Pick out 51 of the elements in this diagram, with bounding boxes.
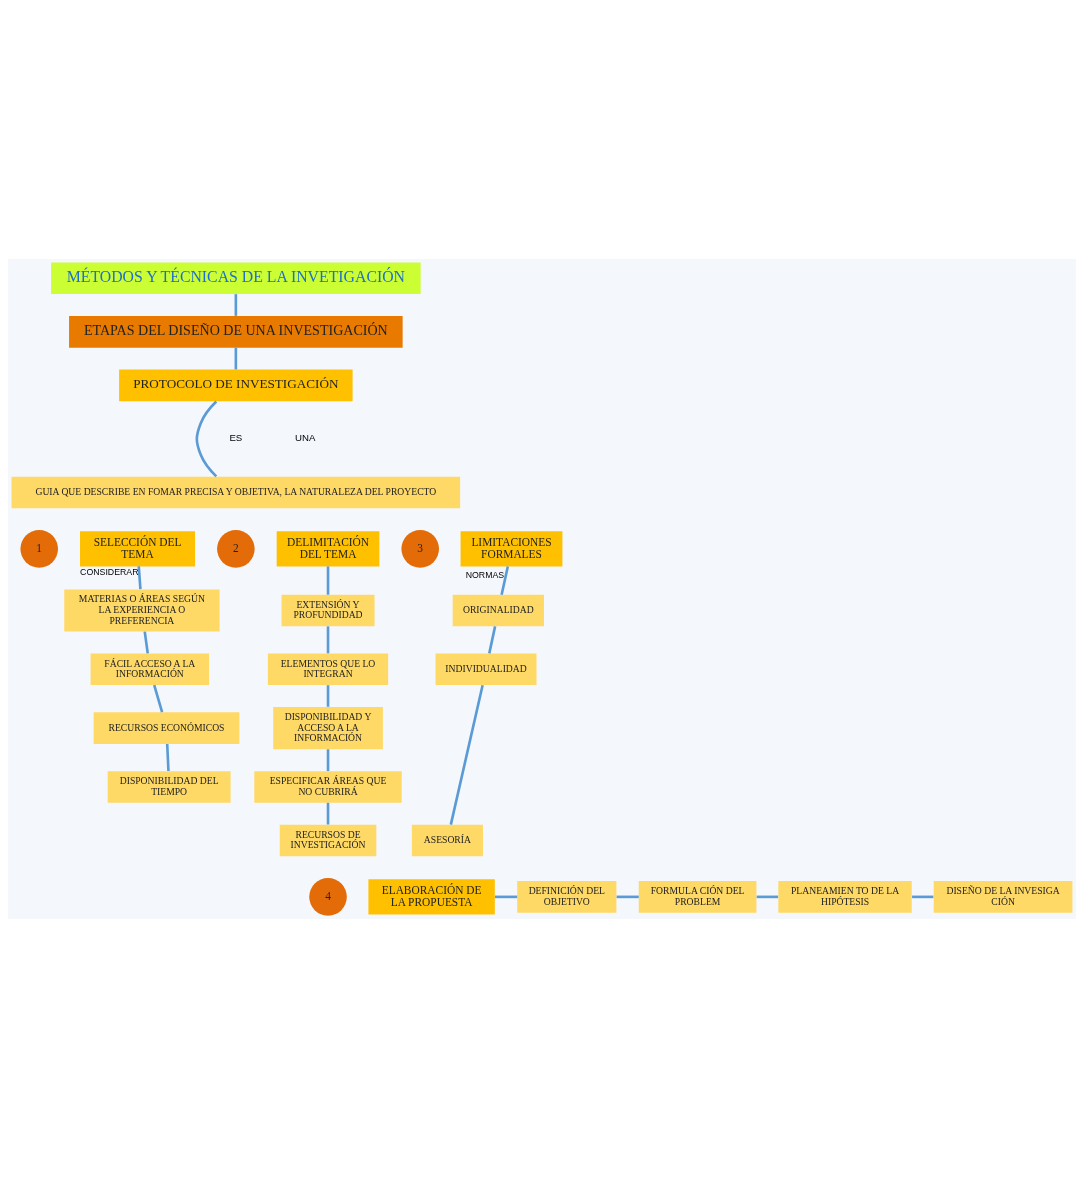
connector	[326, 626, 330, 654]
connector	[326, 802, 330, 825]
node-box: FORMULA CIÓN DEL PROBLEM	[638, 881, 757, 913]
node-box: SELECCIÓN DEL TEMA	[80, 531, 196, 567]
node-box: DISPONIBILIDAD Y ACCESO A LA INFORMACIÓN	[273, 707, 383, 750]
node-box: DISPONIBILIDAD DEL TIEMPO	[107, 771, 231, 803]
node-box: MATERIAS O ÁREAS SEGÚN LA EXPERIENCIA O PREFERENCIA	[64, 589, 220, 632]
edge-label: CONSIDERAR	[80, 567, 139, 578]
connector	[756, 895, 779, 899]
node-circle: 1	[20, 530, 59, 568]
node-box: LIMITACIONES FORMALES	[460, 531, 563, 567]
node-box: ELEMENTOS QUE LO INTEGRAN	[267, 653, 389, 686]
node-box: RECURSOS DE INVESTIGACIÓN	[279, 824, 377, 857]
connector	[195, 400, 218, 478]
node-box: FÁCIL ACCESO A LA INFORMACIÓN	[90, 653, 210, 686]
node-box: RECURSOS ECONÓMICOS	[93, 712, 240, 744]
connector	[165, 743, 170, 772]
node-circle: 3	[401, 530, 439, 568]
node-box: ASESORÍA	[411, 824, 483, 857]
node-box: DISEÑO DE LA INVESIGA CIÓN	[933, 881, 1073, 913]
connector	[495, 895, 518, 899]
node-circle: 4	[309, 878, 347, 916]
node-box: ETAPAS DEL DISEÑO DE UNA INVESTIGACIÓN	[69, 316, 403, 348]
connector	[234, 294, 238, 316]
connector	[488, 626, 497, 654]
node-box: MÉTODOS Y TÉCNICAS DE LA INVETIGACIÓN	[51, 262, 421, 295]
connector	[449, 684, 484, 825]
connector	[137, 566, 142, 590]
node-box: DELIMITACIÓN DEL TEMA	[276, 531, 380, 567]
connector	[143, 631, 150, 654]
node-box: DEFINICIÓN DEL OBJETIVO	[517, 881, 617, 913]
node-box: INDIVIDUALIDAD	[435, 653, 537, 686]
node-box: PROTOCOLO DE INVESTIGACIÓN	[119, 369, 353, 402]
node-box: ESPECIFICAR ÁREAS QUE NO CUBRIRÁ	[254, 771, 402, 803]
connector	[326, 566, 330, 595]
node-box: ELABORACIÓN DE LA PROPUESTA	[368, 879, 495, 915]
label: UNA	[295, 432, 316, 444]
node-box: GUIA QUE DESCRIBE EN FOMAR PRECISA Y OBJETIVA, LA NATURALEZA DEL PROYECTO	[11, 476, 461, 509]
connector	[234, 347, 238, 370]
connector	[500, 566, 510, 595]
node-circle: 2	[217, 530, 255, 568]
connector	[152, 684, 164, 713]
label: ES	[229, 432, 243, 444]
node-box: EXTENSIÓN Y PROFUNDIDAD	[281, 594, 375, 627]
connector	[616, 895, 639, 899]
edge-label: NORMAS	[465, 570, 505, 581]
node-box: ORIGINALIDAD	[452, 594, 544, 627]
node-box: PLANEAMIEN TO DE LA HIPÓTESIS	[778, 881, 912, 913]
connector	[326, 685, 330, 707]
connector	[912, 895, 934, 899]
connector	[326, 749, 330, 772]
